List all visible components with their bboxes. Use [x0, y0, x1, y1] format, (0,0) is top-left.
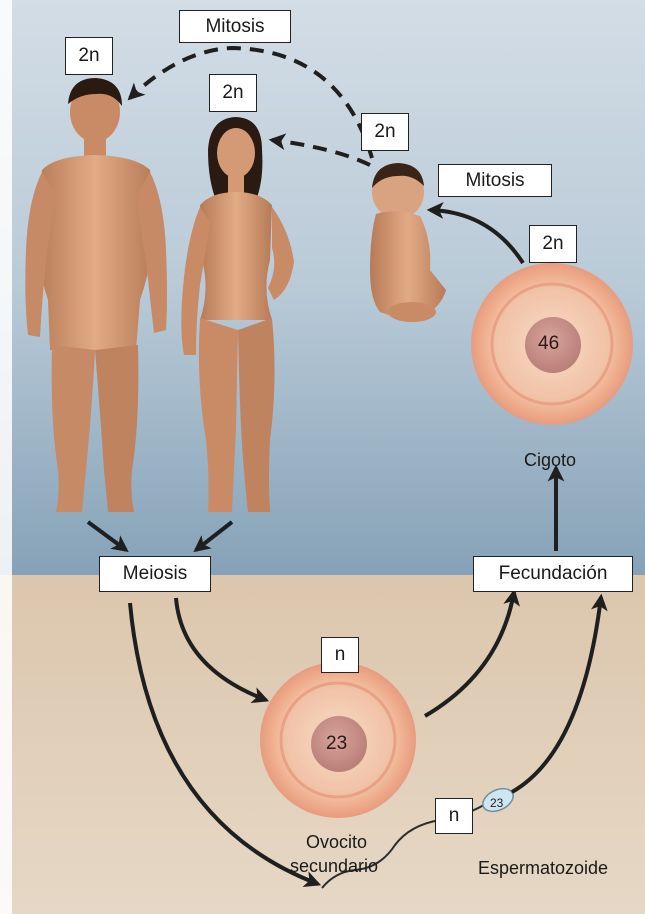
- ploidy-baby-label: 2n: [361, 113, 409, 151]
- ploidy-zygote-label: 2n: [529, 225, 577, 263]
- ploidy-woman-label: 2n: [209, 74, 257, 112]
- oocyte-chromosome-count: 23: [326, 733, 347, 755]
- sperm-chromosome-count: 23: [490, 796, 503, 810]
- ploidy-oocyte-label: n: [321, 637, 359, 673]
- mitosis-label-right: Mitosis: [438, 164, 552, 197]
- mitosis-label-top: Mitosis: [179, 10, 291, 43]
- sperm-name-label: Espermatozoide: [478, 858, 608, 879]
- ploidy-man-label: 2n: [65, 37, 113, 75]
- zygote-name-label: Cigoto: [524, 450, 576, 471]
- oocyte-name-line1: Ovocito: [306, 832, 367, 853]
- zygote-chromosome-count: 46: [538, 333, 559, 355]
- oocyte-name-line2: secundario: [290, 856, 378, 877]
- fertilization-label: Fecundación: [473, 556, 633, 592]
- ploidy-sperm-label: n: [435, 798, 473, 834]
- meiosis-label: Meiosis: [99, 556, 211, 592]
